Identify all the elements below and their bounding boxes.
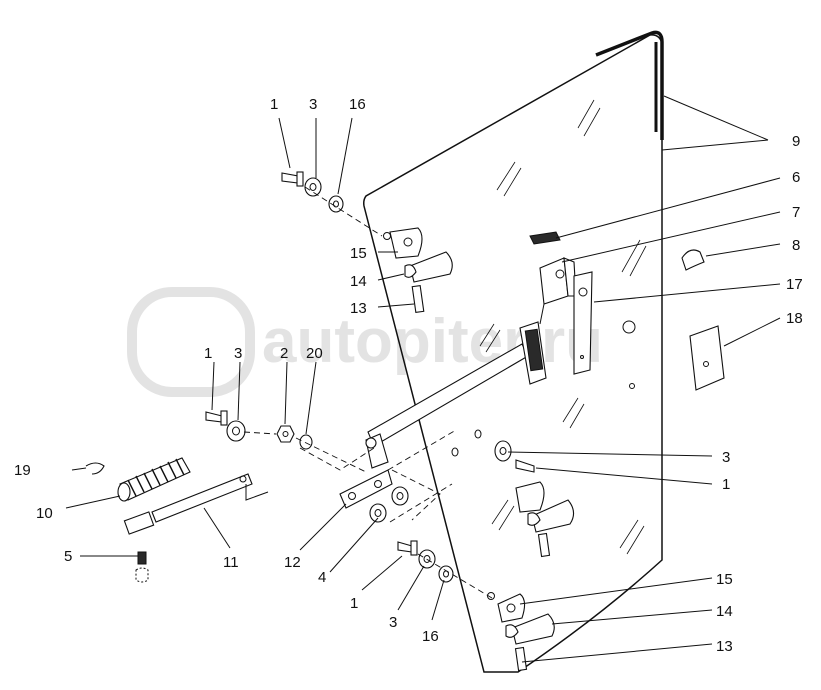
upper-hinge-assembly xyxy=(281,171,453,314)
left-fasteners xyxy=(205,410,375,473)
callout-10: 10 xyxy=(36,505,53,522)
leader-lines xyxy=(65,95,781,663)
callout-1-right: 1 xyxy=(722,476,730,493)
callout-14-upper: 14 xyxy=(350,273,367,290)
worm-shaft-group xyxy=(85,457,269,583)
callout-3-right: 3 xyxy=(722,449,730,466)
callout-8: 8 xyxy=(792,237,800,254)
callout-12: 12 xyxy=(284,554,301,571)
callout-18: 18 xyxy=(786,310,803,327)
watermark-text: autopiter.ru xyxy=(262,307,603,376)
callout-16-top: 16 xyxy=(349,96,366,113)
glass-fittings xyxy=(529,231,725,391)
callout-4: 4 xyxy=(318,569,326,586)
callout-7: 7 xyxy=(792,204,800,221)
callout-labels: 1 3 16 15 14 13 1 3 2 20 19 10 5 11 12 4… xyxy=(14,96,803,655)
callout-3-left: 3 xyxy=(234,345,242,362)
callout-14-lower: 14 xyxy=(716,603,733,620)
callout-5: 5 xyxy=(64,548,72,565)
callout-13-lower: 13 xyxy=(716,638,733,655)
lower-hinge-assembly xyxy=(397,540,555,672)
callout-1-top: 1 xyxy=(270,96,278,113)
callout-1-bottom: 1 xyxy=(350,595,358,612)
callout-3-bottom: 3 xyxy=(389,614,397,631)
callout-20: 20 xyxy=(306,345,323,362)
callout-16-bottom: 16 xyxy=(422,628,439,645)
window-lift-mechanism xyxy=(339,321,547,523)
callout-15-lower: 15 xyxy=(716,571,733,588)
callout-3-top: 3 xyxy=(309,96,317,113)
callout-6: 6 xyxy=(792,169,800,186)
watermark: autopiter.ru xyxy=(127,287,603,397)
callout-11: 11 xyxy=(223,554,239,571)
callout-9: 9 xyxy=(792,133,800,150)
callout-1-left: 1 xyxy=(204,345,212,362)
callout-13-upper: 13 xyxy=(350,300,367,317)
callout-15-upper: 15 xyxy=(350,245,367,262)
middle-hinge-assembly xyxy=(451,429,575,558)
callout-19: 19 xyxy=(14,462,31,479)
door-glass-panel xyxy=(363,30,664,673)
callout-17: 17 xyxy=(786,276,803,293)
callout-2: 2 xyxy=(280,345,288,362)
